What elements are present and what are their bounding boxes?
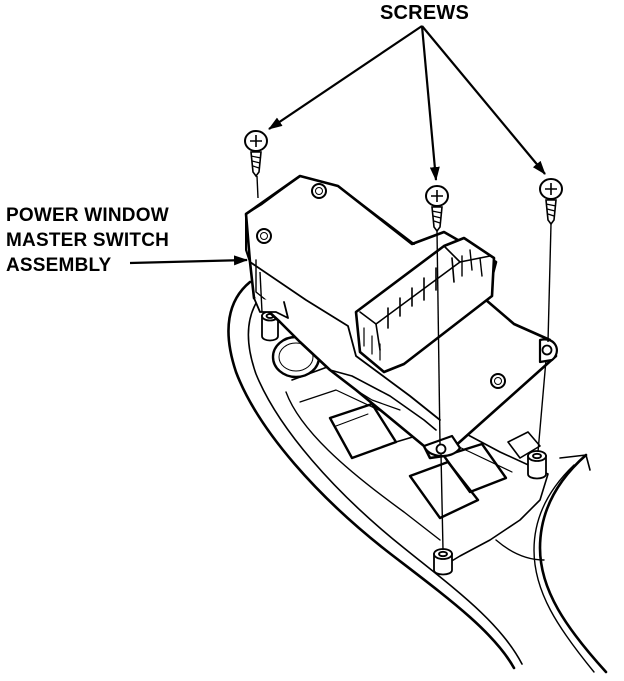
leader-arrows xyxy=(129,25,546,266)
arrow-to-assembly xyxy=(129,255,248,266)
alignment-lines xyxy=(256,175,552,551)
assembly-label: POWER WINDOW MASTER SWITCH ASSEMBLY xyxy=(6,203,169,278)
assembly-label-line-1: POWER WINDOW xyxy=(6,205,169,226)
screw-middle xyxy=(425,185,449,233)
boss-bottom xyxy=(433,548,453,576)
arrow-to-screw-right xyxy=(421,25,546,175)
arrow-to-screw-middle xyxy=(420,25,440,181)
master-switch-assembly xyxy=(244,174,558,460)
boss-right xyxy=(527,450,547,480)
screw-left xyxy=(244,130,268,178)
assembly-label-line-3: ASSEMBLY xyxy=(6,255,112,276)
assembly-label-line-2: MASTER SWITCH xyxy=(6,230,170,251)
screws-label: SCREWS xyxy=(380,2,469,24)
connector-block xyxy=(354,236,496,374)
arrow-to-screw-left xyxy=(268,25,423,130)
screw-right xyxy=(539,178,563,226)
